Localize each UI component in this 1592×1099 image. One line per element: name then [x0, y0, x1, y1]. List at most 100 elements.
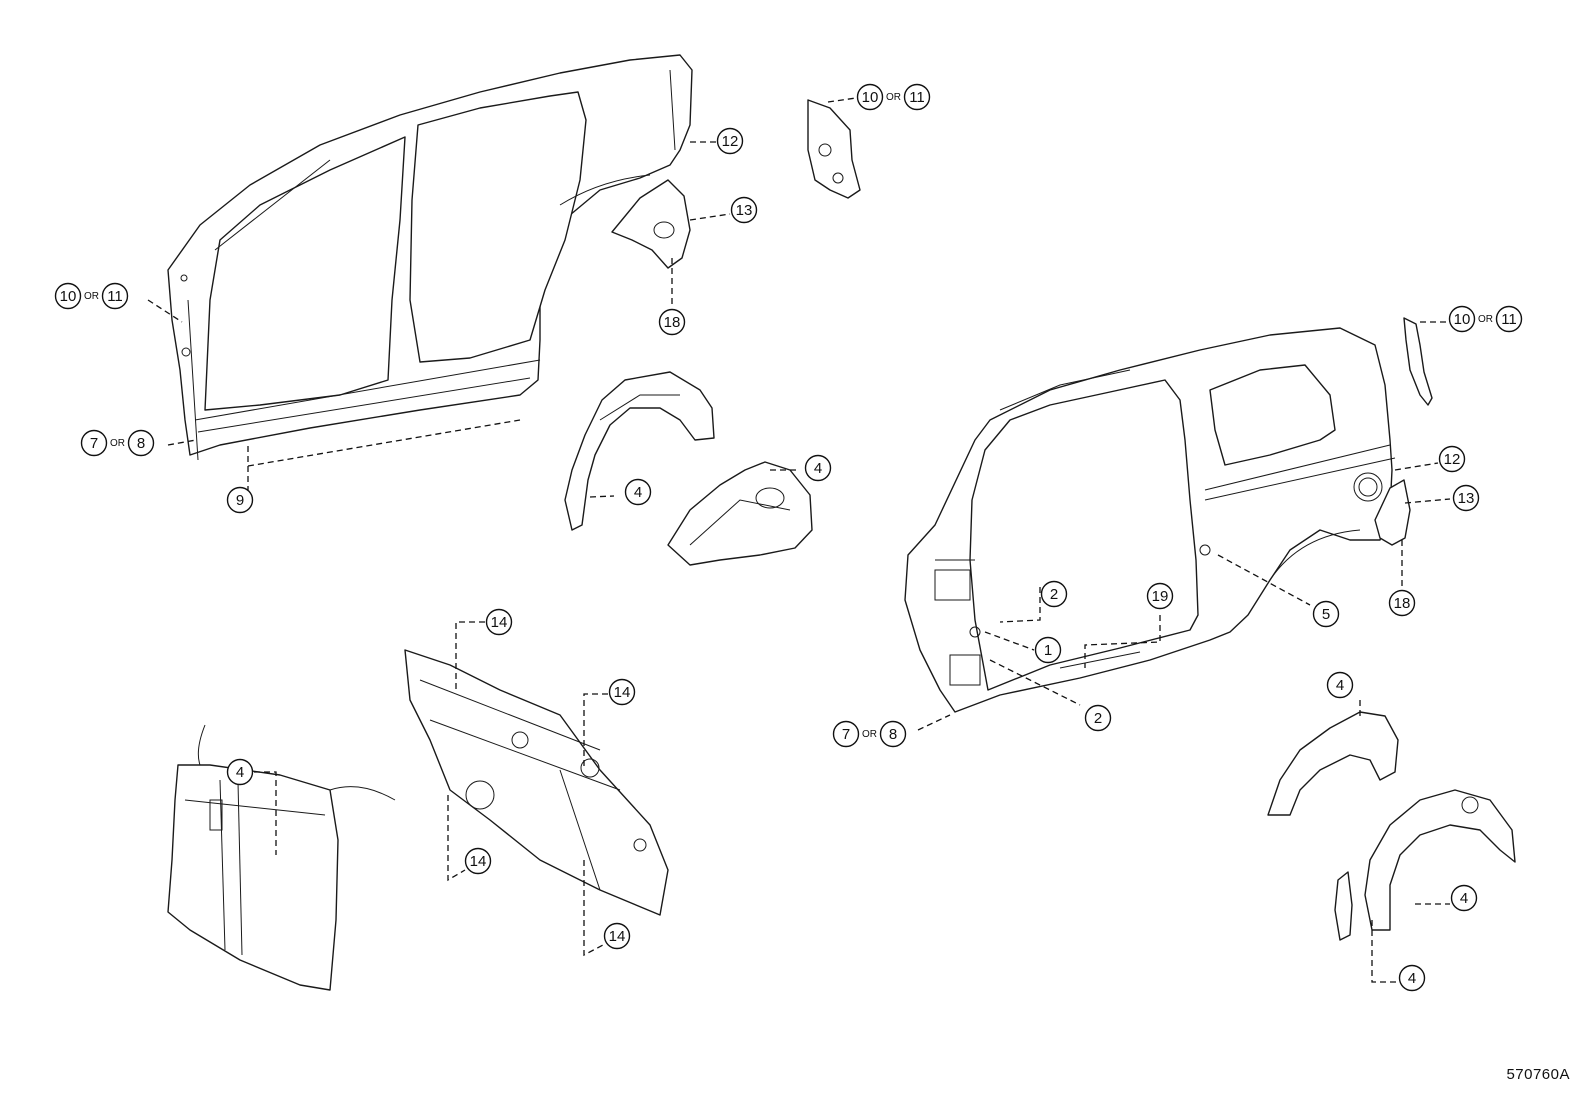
callout-c6-or-text: OR	[110, 438, 125, 449]
callout-c9-circle	[804, 454, 832, 482]
callout-c8-circle	[624, 478, 652, 506]
callout-c23: 14	[603, 922, 631, 950]
callout-c16-circle	[1034, 636, 1062, 664]
callout-c5-alt-circle	[101, 282, 129, 310]
callout-c1-circle	[856, 83, 884, 111]
rear-wheel-house-outer	[1364, 789, 1516, 931]
callout-c10: 10	[1448, 305, 1476, 333]
callout-c23-label: 14	[609, 928, 626, 945]
callout-c2: 12	[716, 127, 744, 155]
callout-c10-alt: 11	[1495, 305, 1523, 333]
callout-c1-alt: 11	[903, 83, 931, 111]
front-wheel-house-panel	[564, 371, 715, 531]
callout-c1: 10	[856, 83, 884, 111]
rear-wheel-house-inner	[1267, 711, 1399, 816]
callout-c17-circle	[1312, 600, 1340, 628]
callout-c25-label: 4	[1336, 677, 1344, 694]
callout-c3-circle	[730, 196, 758, 224]
callout-c19-alt-label: 8	[889, 726, 897, 743]
callout-c11: 12	[1438, 445, 1466, 473]
callout-c21: 14	[608, 678, 636, 706]
callout-c14: 2	[1040, 580, 1068, 608]
pillar-reinforcement-right	[1403, 317, 1433, 406]
callout-c22-circle	[464, 847, 492, 875]
radiator-support	[167, 724, 396, 991]
callout-c26: 4	[1450, 884, 1478, 912]
callout-c10-alt-label: 11	[1501, 311, 1517, 328]
callout-c5-circle	[54, 282, 82, 310]
callout-c19: 7	[832, 720, 860, 748]
callout-c6-label: 7	[90, 435, 98, 452]
callout-c27-label: 4	[1408, 970, 1416, 987]
rear-arch-inner-piece-right	[1374, 479, 1411, 546]
dash-panel	[404, 649, 669, 916]
callout-c27: 4	[1398, 964, 1426, 992]
front-side-outer-panel	[167, 54, 693, 461]
callout-c5: 10	[54, 282, 82, 310]
callout-c6-alt: 8	[127, 429, 155, 457]
callout-c1-or-text: OR	[886, 92, 901, 103]
callout-c20: 14	[485, 608, 513, 636]
callout-c19-alt: 8	[879, 720, 907, 748]
callout-c4-label: 18	[664, 314, 681, 331]
rear-arch-inner-piece-top	[611, 179, 691, 269]
callout-c1-alt-circle	[903, 83, 931, 111]
callout-c12-label: 13	[1458, 490, 1475, 507]
callout-c12-circle	[1452, 484, 1480, 512]
callout-c7: 9	[226, 486, 254, 514]
callout-c19-or-text: OR	[862, 729, 877, 740]
leader-lines	[147, 97, 1451, 983]
front-apron-panel	[667, 461, 813, 566]
callout-c19-label: 7	[842, 726, 850, 743]
callout-c21-circle	[608, 678, 636, 706]
callout-c20-label: 14	[491, 614, 508, 631]
callout-c25: 4	[1326, 671, 1354, 699]
callout-c18: 2	[1084, 704, 1112, 732]
callout-c9: 4	[804, 454, 832, 482]
callout-c10-label: 10	[1454, 311, 1471, 328]
callout-c16-label: 1	[1044, 642, 1052, 659]
callout-c24-label: 4	[236, 764, 244, 781]
callout-c15: 19	[1146, 582, 1174, 610]
callout-c8: 4	[624, 478, 652, 506]
callout-c2-label: 12	[722, 133, 739, 150]
callout-c4: 18	[658, 308, 686, 336]
callout-c24: 4	[226, 758, 254, 786]
rear-side-outer-panel	[904, 327, 1396, 713]
callout-c6-circle	[80, 429, 108, 457]
callout-c16: 1	[1034, 636, 1062, 664]
callout-c11-circle	[1438, 445, 1466, 473]
callout-c17: 5	[1312, 600, 1340, 628]
callout-c10-alt-circle	[1495, 305, 1523, 333]
callout-c21-label: 14	[614, 684, 631, 701]
callout-c15-circle	[1146, 582, 1174, 610]
callout-c5-alt-label: 11	[107, 288, 123, 305]
callout-c26-label: 4	[1460, 890, 1468, 907]
callout-c18-label: 2	[1094, 710, 1102, 727]
callout-c1-alt-label: 11	[909, 89, 925, 106]
callout-c15-label: 19	[1152, 588, 1169, 605]
callout-c3-label: 13	[736, 202, 753, 219]
callout-c23-circle	[603, 922, 631, 950]
callout-c10-or-text: OR	[1478, 314, 1493, 325]
callout-c27-circle	[1398, 964, 1426, 992]
callout-c19-circle	[832, 720, 860, 748]
callout-c14-label: 2	[1050, 586, 1058, 603]
callout-c20-circle	[485, 608, 513, 636]
callout-c11-label: 12	[1444, 451, 1461, 468]
callout-c18-circle	[1084, 704, 1112, 732]
callout-c5-or-text: OR	[84, 291, 99, 302]
callout-c13-label: 18	[1394, 595, 1411, 612]
callout-c22: 14	[464, 847, 492, 875]
callout-c8-label: 4	[634, 484, 642, 501]
callout-c6-alt-label: 8	[137, 435, 145, 452]
callout-c3: 13	[730, 196, 758, 224]
callout-c25-circle	[1326, 671, 1354, 699]
callout-c5-alt: 11	[101, 282, 129, 310]
callout-c14-circle	[1040, 580, 1068, 608]
callout-c7-label: 9	[236, 492, 244, 509]
callout-c6-alt-circle	[127, 429, 155, 457]
callout-c12: 13	[1452, 484, 1480, 512]
